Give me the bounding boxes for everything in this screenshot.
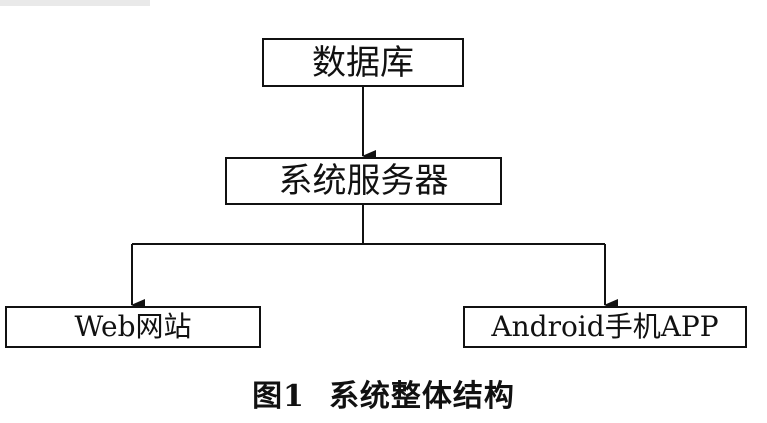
web-site-node: Web网站: [5, 306, 261, 348]
top-left-shading: [0, 0, 150, 6]
system-server-node: 系统服务器: [225, 157, 502, 205]
android-app-node: Android手机APP: [463, 306, 747, 348]
database-label: 数据库: [312, 42, 414, 83]
figure-number: 图1: [252, 379, 305, 414]
system-server-label: 系统服务器: [278, 161, 449, 201]
database-node: 数据库: [262, 38, 464, 87]
web-site-label: Web网站: [74, 310, 192, 343]
figure-caption: 图1 系统整体结构: [0, 382, 767, 412]
android-app-label: Android手机APP: [491, 310, 719, 343]
figure-title: 系统整体结构: [328, 379, 515, 414]
